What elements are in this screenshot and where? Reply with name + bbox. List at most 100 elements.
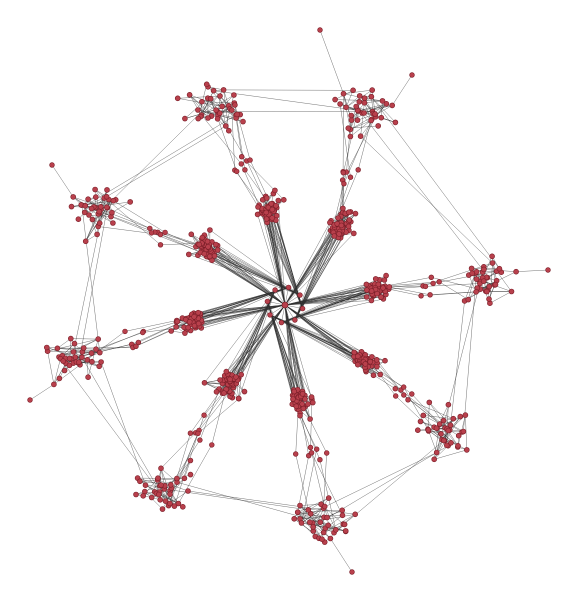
graph-node (186, 92, 193, 98)
graph-node (473, 276, 480, 282)
graph-edge (284, 304, 362, 353)
graph-node (213, 241, 219, 248)
graph-node (263, 209, 270, 216)
graph-edge (425, 283, 481, 287)
graph-edge (53, 363, 67, 385)
graph-edge (294, 231, 337, 321)
graph-edge (348, 125, 379, 129)
graph-edge (198, 287, 289, 319)
graph-node (199, 98, 205, 105)
graph-node (214, 116, 221, 122)
graph-edge (319, 459, 337, 531)
graph-node (122, 328, 128, 335)
graph-edge (403, 386, 429, 430)
graph-node (545, 267, 551, 273)
graph-edge (357, 103, 387, 111)
graph-node (351, 349, 358, 356)
graph-node (299, 305, 306, 312)
graph-edge (281, 289, 368, 323)
graph-edge (195, 304, 286, 315)
graph-edge (360, 135, 493, 264)
graph-node (307, 444, 314, 451)
graph-node (263, 216, 270, 222)
graph-node (293, 451, 299, 457)
graph-node (327, 219, 333, 226)
graph-edge (346, 115, 352, 173)
graph-edge (151, 479, 158, 498)
graph-node (205, 115, 211, 121)
graph-edge (284, 223, 338, 306)
graph-node (92, 186, 98, 193)
graph-node (201, 412, 207, 418)
graph-edge (81, 204, 101, 353)
graph-node (352, 210, 359, 217)
graph-edge (199, 375, 225, 441)
graph-edge (411, 393, 440, 425)
graph-edge (210, 250, 301, 296)
graph-node (339, 507, 346, 514)
graph-node (61, 367, 68, 374)
graph-edge (189, 94, 212, 117)
graph-node (363, 287, 370, 293)
graph-edge (201, 90, 214, 116)
graph-node (343, 104, 349, 111)
graph-node (71, 340, 78, 347)
graph-node (158, 465, 164, 472)
graph-node (95, 336, 101, 342)
graph-node (389, 102, 396, 109)
graph-node (302, 396, 308, 402)
graph-node (272, 187, 278, 194)
graph-edge (297, 497, 329, 513)
graph-edge (103, 125, 227, 199)
graph-edge (443, 420, 464, 432)
graph-node (508, 288, 515, 295)
graph-node (409, 72, 415, 78)
graph-node (367, 358, 374, 365)
graph-edge (299, 505, 329, 526)
graph-node (336, 231, 342, 237)
graph-node (375, 123, 382, 129)
graph-edge (299, 504, 322, 506)
graph-edge (489, 262, 493, 304)
graph-edge (81, 357, 166, 502)
graph-node (380, 285, 386, 291)
graph-node (309, 399, 316, 406)
graph-edge (294, 233, 340, 321)
graph-node (180, 503, 186, 510)
graph-edge (395, 395, 443, 440)
graph-node (60, 358, 67, 364)
graph-node (348, 112, 355, 119)
graph-edge (489, 291, 512, 304)
graph-node (450, 415, 457, 422)
graph-node (340, 170, 347, 176)
graph-node (201, 379, 208, 386)
graph-edge (311, 452, 343, 516)
graph-node (157, 242, 164, 248)
graph-edge (423, 415, 440, 425)
graph-node (339, 512, 346, 519)
graph-edge (60, 338, 99, 359)
graph-edge (297, 511, 323, 540)
graph-node (372, 111, 378, 117)
graph-node (217, 377, 223, 383)
graph-node (297, 412, 303, 419)
graph-node (238, 371, 244, 378)
graph-node (242, 167, 248, 173)
graph-node (263, 195, 270, 201)
graph-edge (53, 331, 126, 385)
graph-edge (85, 197, 105, 207)
graph-edge (391, 74, 413, 106)
graph-edge (160, 432, 196, 469)
graph-edge (94, 189, 108, 208)
graph-node (188, 231, 195, 238)
graph-edge (201, 287, 289, 321)
graph-node (135, 339, 142, 346)
graph-node (414, 427, 421, 434)
graph-node (317, 457, 323, 463)
graph-edge (195, 287, 289, 321)
graph-node (363, 281, 370, 288)
graph-edge (170, 460, 191, 486)
graph-node (307, 416, 313, 422)
graph-node (463, 447, 470, 453)
graph-node (290, 396, 296, 402)
